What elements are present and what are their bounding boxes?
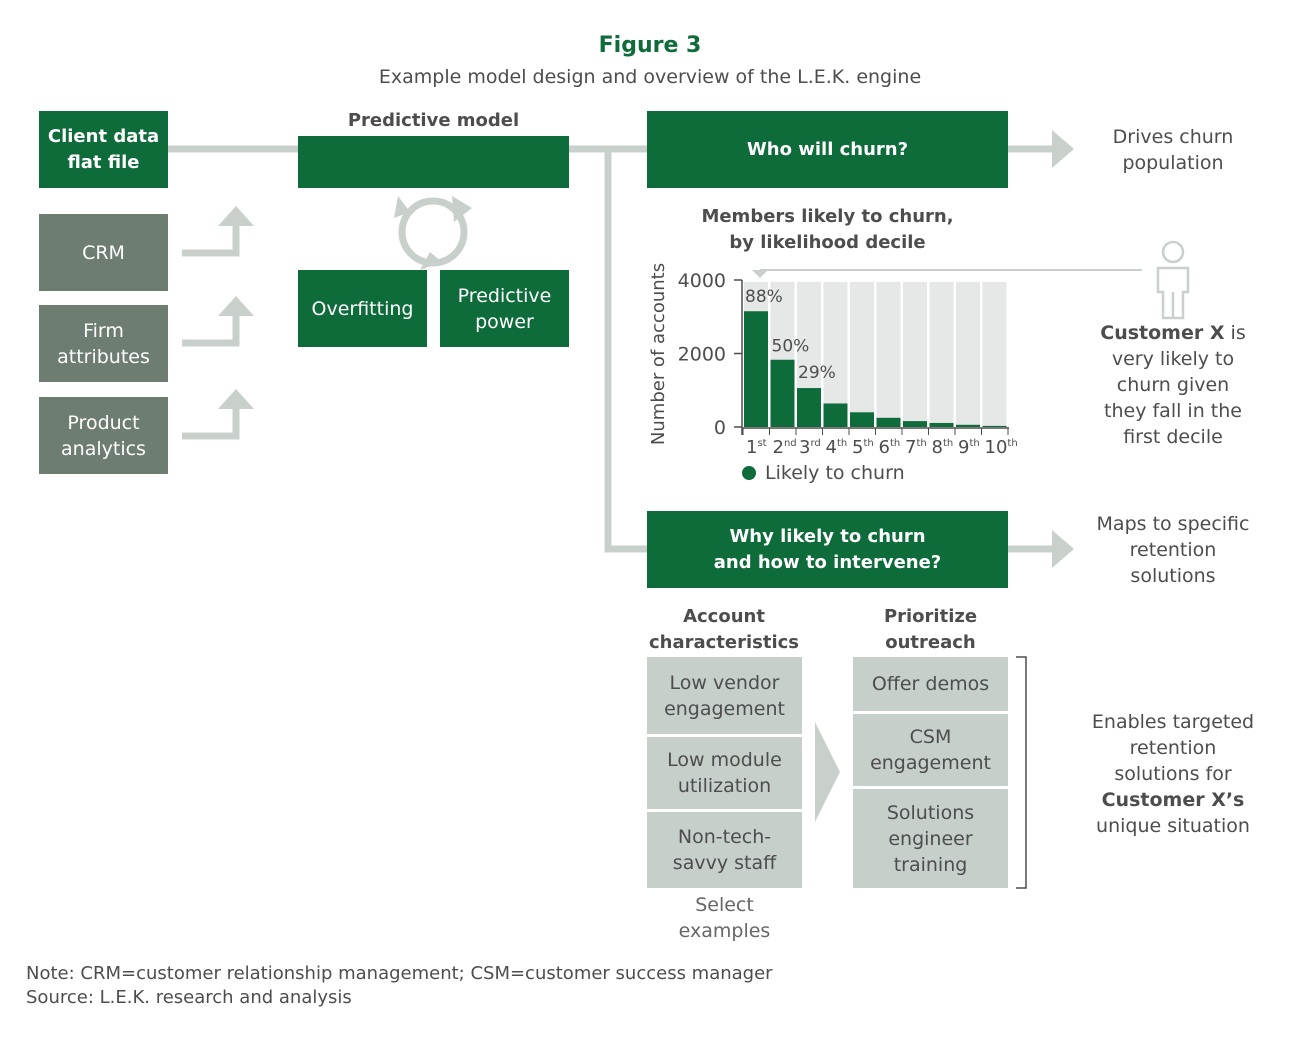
predictive-model-title: Predictive model xyxy=(347,110,520,131)
footer-source: Source: L.E.K. research and analysis xyxy=(26,987,352,1008)
select-examples-note: Select examples xyxy=(678,894,771,942)
account-characteristics-title: Account characteristics xyxy=(648,606,800,653)
x-tick-label: 2nd xyxy=(773,437,797,458)
overfitting-box: Overfitting xyxy=(298,270,427,347)
figure-label: Figure 3 xyxy=(598,33,702,58)
data-label: 29% xyxy=(798,363,836,383)
x-tick-label: 4th xyxy=(826,437,848,458)
refresh-cycle-icon xyxy=(394,196,472,270)
account-item: Low vendor engagement xyxy=(647,657,802,734)
churn-bar xyxy=(797,388,821,427)
account-item: Low module utilization xyxy=(647,737,802,809)
arrow-up-icon xyxy=(218,389,254,409)
account-item: Non-tech- savvy staff xyxy=(647,812,802,888)
person-icon xyxy=(1156,240,1190,320)
outreach-item: Solutions engineer training xyxy=(853,789,1008,888)
drives-churn-text: Drives churn population xyxy=(1112,126,1234,174)
footer-note: Note: CRM=customer relationship manageme… xyxy=(26,963,773,984)
arrow-up-icon xyxy=(218,296,254,316)
data-label: 88% xyxy=(745,287,783,307)
enables-text: Enables targeted retention solutions for… xyxy=(1091,711,1255,837)
outreach-item: CSM engagement xyxy=(853,714,1008,786)
maps-retention-text: Maps to specific retention solutions xyxy=(1096,513,1250,587)
churn-bar xyxy=(929,422,954,427)
firm-attributes-box: Firm attributes xyxy=(39,305,168,382)
y-tick-label: 0 xyxy=(714,417,726,439)
churn-bar xyxy=(770,359,795,427)
bracket xyxy=(1016,656,1027,889)
client-data-box: Client data flat file xyxy=(39,111,168,188)
data-label: 50% xyxy=(772,337,810,357)
decile-background-bar xyxy=(903,281,927,427)
x-tick-label: 7th xyxy=(905,437,927,458)
decile-background-bar xyxy=(956,281,980,427)
crm-box: CRM xyxy=(39,214,168,291)
arrow-right-icon xyxy=(1052,130,1074,168)
predictive-power-box: Predictive power xyxy=(440,270,569,347)
churn-bar xyxy=(823,403,848,427)
decile-background-bar xyxy=(929,281,954,427)
churn-bar xyxy=(956,424,980,427)
arrow-right-icon xyxy=(1052,530,1074,568)
x-tick-label: 9th xyxy=(958,437,980,458)
decile-background-bar xyxy=(850,281,874,427)
legend-dot-icon xyxy=(742,466,756,480)
decile-background-bar xyxy=(876,281,901,427)
churn-bar xyxy=(850,412,874,427)
churn-bar xyxy=(982,425,1007,427)
x-tick-label: 6th xyxy=(879,437,901,458)
prioritize-outreach-title: Prioritize outreach xyxy=(883,606,978,653)
who-will-churn-box: Who will churn? xyxy=(647,111,1008,188)
product-analytics-box: Product analytics xyxy=(39,397,168,474)
figure-subtitle: Example model design and overview of the… xyxy=(378,66,922,88)
arrow-up-icon xyxy=(218,206,254,226)
outreach-item: Offer demos xyxy=(853,657,1008,711)
legend-label: Likely to churn xyxy=(765,462,905,484)
churn-bar xyxy=(903,421,927,427)
decile-background-bar xyxy=(823,281,848,427)
customer-x-name: Customer X xyxy=(1100,322,1225,344)
x-tick-label: 5th xyxy=(852,437,874,458)
x-tick-label: 8th xyxy=(932,437,954,458)
chevron-right-icon xyxy=(815,722,840,822)
predictive-model-bar xyxy=(298,136,569,188)
y-tick-label: 2000 xyxy=(678,344,726,366)
x-tick-label: 10th xyxy=(985,437,1018,458)
y-tick-label: 4000 xyxy=(678,270,726,292)
chart-title: Members likely to churn, by likelihood d… xyxy=(701,206,954,253)
churn-bar xyxy=(744,311,768,427)
churn-bar xyxy=(876,417,901,427)
decile-background-bar xyxy=(982,281,1007,427)
y-axis-label: Number of accounts xyxy=(648,263,669,445)
why-churn-box: Why likely to churn and how to intervene… xyxy=(647,511,1008,588)
x-tick-label: 3rd xyxy=(799,437,821,458)
x-tick-label: 1st xyxy=(746,437,767,458)
